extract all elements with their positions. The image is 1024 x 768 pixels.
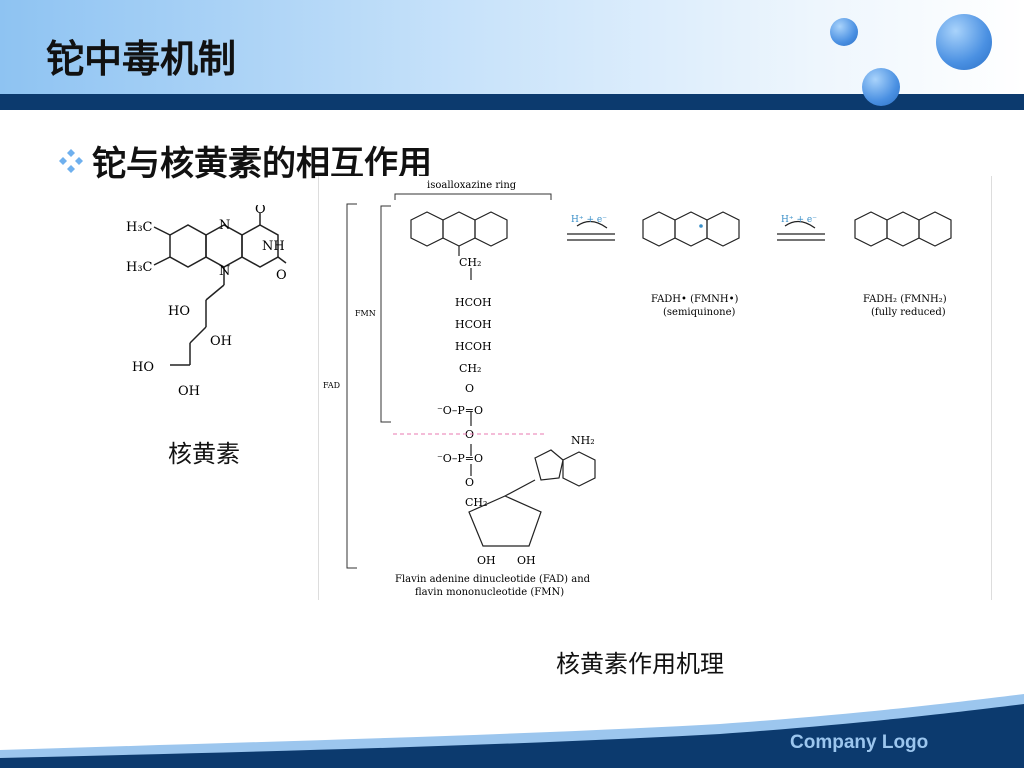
semiquinone-name: FADH• (FMNH•) — [651, 294, 739, 305]
riboflavin-o-right: O — [276, 268, 287, 283]
riboflavin-h3c-top: H₃C — [126, 220, 153, 235]
fad-bottom-caption-1: Flavin adenine dinucleotide (FAD) and — [395, 574, 591, 585]
bubble-decoration-large — [936, 14, 992, 70]
mechanism-caption: 核黄素作用机理 — [556, 650, 724, 678]
reduced-name: FADH₂ (FMNH₂) — [863, 294, 947, 305]
fad-chain-ch2-1: CH₂ — [459, 256, 481, 269]
riboflavin-o-top: O — [255, 205, 266, 217]
fad-chain-o-2: O — [465, 428, 474, 441]
fmn-label: FMN — [355, 309, 376, 318]
footer-wave — [0, 694, 1024, 768]
fad-label: FAD — [323, 381, 340, 390]
fad-chain-phosphate-1: ⁻O–P=O — [437, 404, 483, 417]
riboflavin-oh2: OH — [178, 384, 200, 399]
fad-chain-hcoh-2: HCOH — [455, 318, 492, 331]
diamond-bullet-icon — [59, 148, 83, 173]
fad-chain-o-1: O — [465, 382, 474, 395]
riboflavin-n2: N — [219, 264, 230, 279]
ribose-oh-right: OH — [517, 554, 536, 567]
fad-chain-phosphate-2: ⁻O–P=O — [437, 452, 483, 465]
riboflavin-oh1: OH — [210, 334, 232, 349]
adenine-nh2: NH₂ — [571, 434, 595, 447]
bubble-decoration-medium — [862, 68, 900, 106]
fad-chain-o-3: O — [465, 476, 474, 489]
riboflavin-structure: H₃C H₃C N N NH O O HO OH HO OH — [126, 205, 287, 399]
fad-chain-ch2-3: CH₂ — [465, 496, 487, 509]
reduced-note: (fully reduced) — [871, 307, 946, 318]
riboflavin-caption: 核黄素 — [168, 440, 240, 468]
riboflavin-nh: NH — [262, 239, 285, 254]
reagent-label-2: H⁺ + e⁻ — [781, 215, 817, 225]
fad-chain-hcoh-3: HCOH — [455, 340, 492, 353]
fad-chain-hcoh-1: HCOH — [455, 296, 492, 309]
riboflavin-h3c-bottom: H₃C — [126, 260, 153, 275]
header-bar — [0, 94, 1024, 110]
slide-title: 铊中毒机制 — [46, 37, 237, 81]
riboflavin-n1: N — [219, 218, 230, 233]
fad-chain-ch2-2: CH₂ — [459, 362, 481, 375]
riboflavin-ho2: HO — [132, 360, 154, 375]
riboflavin-ho1: HO — [168, 304, 190, 319]
reagent-label-1: H⁺ + e⁻ — [571, 215, 607, 225]
semiquinone-note: (semiquinone) — [663, 307, 735, 318]
ribose-oh-left: OH — [477, 554, 496, 567]
fad-bottom-caption-2: flavin mononucleotide (FMN) — [415, 587, 564, 598]
fad-fmn-mechanism-diagram: isoalloxazine ring FMN FAD CH₂ HCOH HCOH… — [318, 176, 992, 600]
radical-dot — [699, 224, 703, 228]
company-logo: Company Logo — [790, 732, 929, 753]
slide-header — [0, 0, 1024, 96]
isoalloxazine-ring-label: isoalloxazine ring — [427, 180, 517, 191]
bubble-decoration-small — [830, 18, 858, 46]
